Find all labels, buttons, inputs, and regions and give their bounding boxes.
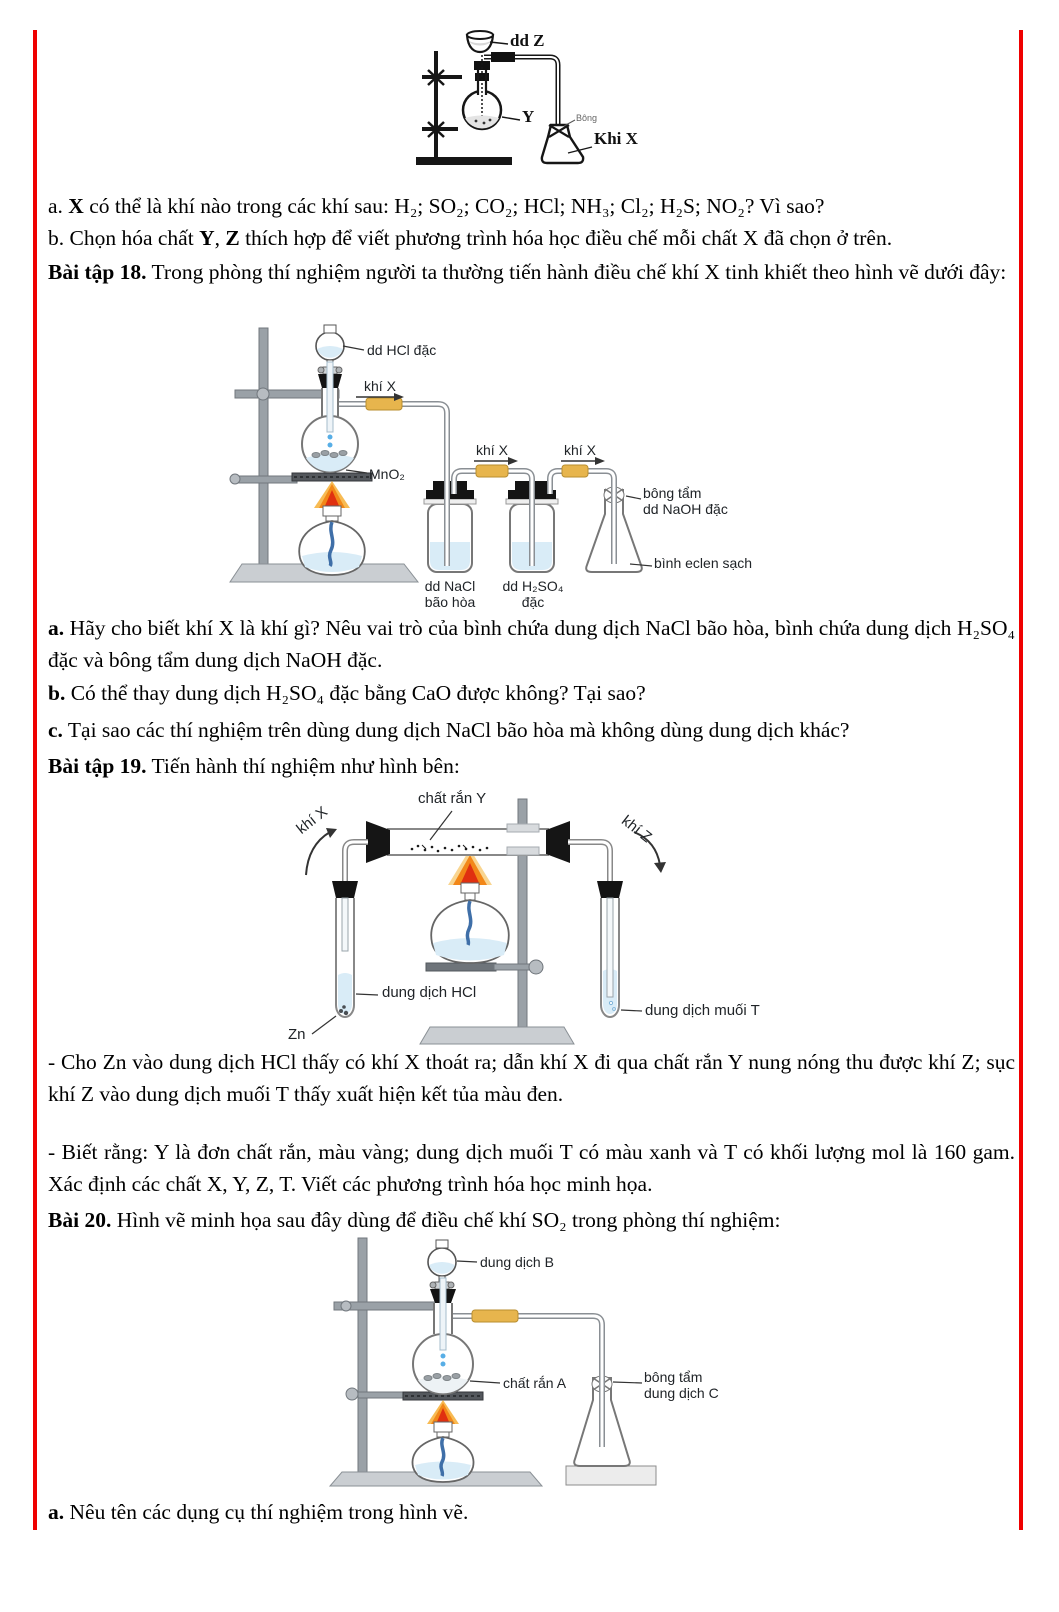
exercise-20-question-a: a. Nêu tên các dụng cụ thí nghiệm trong … — [48, 1500, 469, 1524]
label-bong-tam-naoh: bông tẩm dd NaOH đặc — [643, 485, 728, 517]
apparatus-19-drawing — [305, 798, 666, 1045]
label-dd-h2so4: dd H₂SO₄ đặc — [502, 578, 564, 610]
label-bong-tam-c: bông tẩm dung dịch C — [644, 1369, 719, 1401]
question-b-reagents: b. Chọn hóa chất Y, Z thích hợp để viết … — [48, 226, 893, 250]
label-dung-dich-b: dung dịch B — [480, 1254, 554, 1270]
apparatus-sketch-drawing — [416, 30, 593, 165]
figure-chlorine-purification-apparatus: dd HCl đặc khí X MnO₂ khí X khí X bông t… — [228, 318, 808, 618]
exercise-18-question-c: c. Tại sao các thí nghiệm trên dùng dung… — [48, 718, 850, 742]
page-border-right — [1019, 30, 1023, 1530]
label-y: Y — [522, 107, 535, 126]
figure-gas-over-solid-apparatus: chất rắn Y khí X khí Z dung dịch HCl Zn … — [280, 785, 765, 1053]
label-dd-hcl-dac: dd HCl đặc — [367, 342, 437, 358]
exercise-19-intro: Bài tập 19. Tiến hành thí nghiệm như hìn… — [48, 754, 460, 778]
label-khi-x-3: khí X — [564, 442, 596, 458]
exercise-18-question-b: b. Có thể thay dung dịch H₂SO₄ đặc bằng … — [48, 681, 646, 705]
label-khi-x: Khi X — [594, 129, 638, 148]
apparatus-20-drawing — [328, 1237, 657, 1487]
exercise-19-given: - Biết rằng: Y là đơn chất rắn, màu vàng… — [48, 1140, 1015, 1196]
exercise-19-observation: - Cho Zn vào dung dịch HCl thấy có khí X… — [48, 1050, 1015, 1106]
question-a-gases: a. X có thể là khí nào trong các khí sau… — [48, 194, 825, 218]
label-zn: Zn — [288, 1026, 306, 1043]
label-khi-x-1: khí X — [364, 378, 396, 394]
label-mno2: MnO₂ — [369, 466, 405, 482]
exercise-20-intro: Bài 20. Hình vẽ minh họa sau đây dùng để… — [48, 1208, 781, 1232]
label-chat-ran-y: chất rắn Y — [418, 790, 487, 807]
apparatus-18-drawing — [229, 324, 653, 583]
label-bong: Bông — [576, 113, 598, 123]
figure-gas-collection-sketch: dd Z Y Bông Khi X — [398, 25, 668, 175]
figure-so2-preparation-apparatus: dung dịch B chất rắn A bông tẩm dung dịc… — [300, 1232, 730, 1487]
page-border-left — [33, 30, 37, 1530]
exercise-18-question-a: a. Hãy cho biết khí X là khí gì? Nêu vai… — [48, 616, 1015, 672]
label-dd-nacl: dd NaCl bão hòa — [424, 578, 476, 610]
label-dung-dich-hcl: dung dịch HCl — [382, 984, 477, 1001]
label-khi-x-2: khí X — [476, 442, 508, 458]
exercise-18-intro: Bài tập 18. Trong phòng thí nghiệm người… — [48, 260, 1007, 284]
label-binh-eclen: bình eclen sạch — [654, 555, 753, 571]
label-dung-dich-muoi-t: dung dịch muối T — [645, 1002, 760, 1019]
label-dd-z: dd Z — [510, 31, 545, 50]
label-chat-ran-a: chất rắn A — [503, 1375, 567, 1391]
